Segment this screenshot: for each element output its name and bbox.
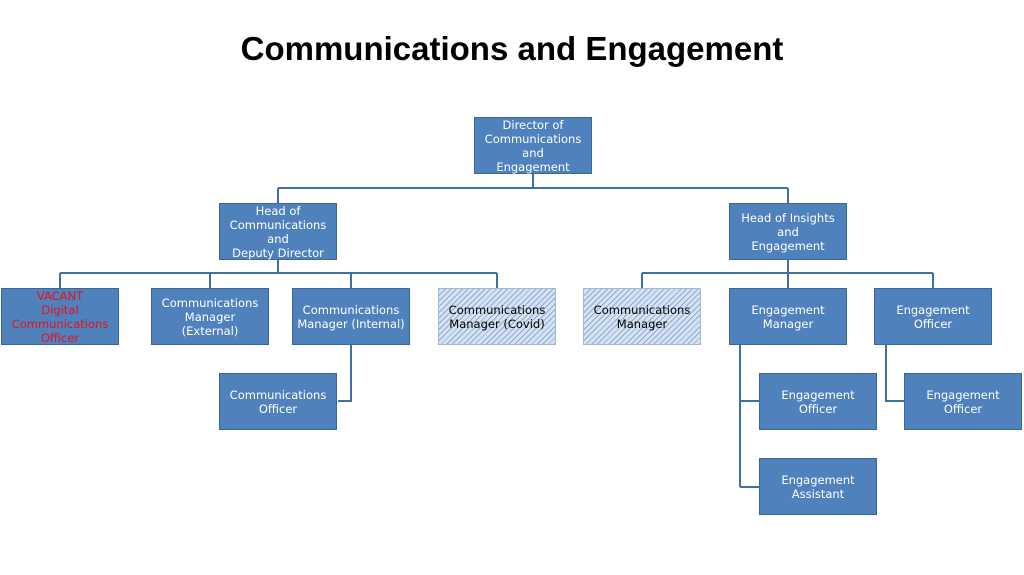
connector-head-insights-team	[641, 259, 934, 288]
connector-internal-officer	[338, 345, 352, 402]
page-title: Communications and Engagement	[240, 30, 784, 67]
connector-director-heads	[277, 174, 789, 203]
node-director: Director of Communications and Engagemen…	[474, 117, 592, 174]
node-head-insights: Head of Insights and Engagement	[729, 203, 847, 260]
node-comms-manager: Communications Manager	[583, 288, 701, 345]
node-engagement-manager: Engagement Manager	[729, 288, 847, 345]
node-engagement-assistant: Engagement Assistant	[759, 458, 877, 515]
node-comms-manager-external: Communications Manager (External)	[151, 288, 269, 345]
node-head-communications: Head of Communications and Deputy Direct…	[219, 203, 337, 260]
node-comms-manager-internal: Communications Manager (Internal)	[292, 288, 410, 345]
node-engagement-officer-top: Engagement Officer	[874, 288, 992, 345]
node-vacant-digital-officer: VACANT Digital Communications Officer	[1, 288, 119, 345]
connector-head-comms-managers	[59, 259, 498, 288]
node-communications-officer: Communications Officer	[219, 373, 337, 430]
connector-engagement-manager-reports	[739, 345, 759, 488]
node-engagement-officer-under-officer: Engagement Officer	[904, 373, 1022, 430]
node-comms-manager-covid: Communications Manager (Covid)	[438, 288, 556, 345]
node-engagement-officer-under-manager: Engagement Officer	[759, 373, 877, 430]
connector-engagement-officer-report	[885, 345, 904, 402]
